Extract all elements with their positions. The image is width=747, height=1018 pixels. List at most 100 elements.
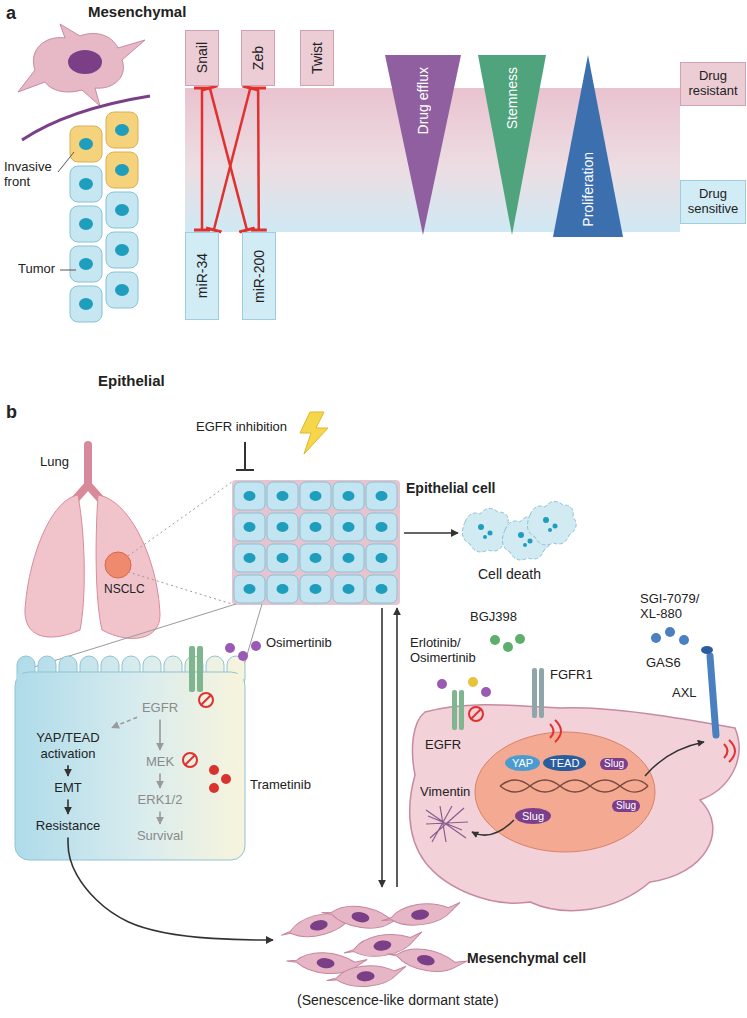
state-heading: Mesenchymal bbox=[88, 3, 186, 20]
tissue-region: Epithelial cell bbox=[232, 480, 400, 605]
tumor-label: NSCLC bbox=[104, 583, 145, 597]
mirna-box: miR-200 bbox=[242, 232, 276, 320]
leader-line bbox=[58, 152, 74, 172]
epithelial-cell-zoom-drawing bbox=[15, 656, 245, 860]
epithelial-tissue-drawing bbox=[366, 544, 397, 572]
mesenchymal-cell-zoom-drawing bbox=[500, 780, 648, 792]
prohibition-sign bbox=[201, 695, 211, 705]
arrow-connector bbox=[159, 720, 161, 750]
epithelial-cell-zoom-drawing bbox=[15, 672, 245, 860]
treatment-label: EGFR inhibition bbox=[196, 420, 287, 435]
lung-drawing bbox=[25, 495, 84, 637]
drug-molecules bbox=[251, 641, 261, 651]
region-label: Invasive front bbox=[4, 160, 62, 190]
mesenchymal-cell-drawing bbox=[68, 50, 102, 74]
fgfr1-receptor bbox=[532, 668, 544, 718]
node-text: ERK1/2 bbox=[138, 792, 183, 807]
prohibition-sign bbox=[183, 693, 213, 767]
node-text: YAP bbox=[512, 757, 533, 769]
egfr-receptor bbox=[197, 646, 203, 692]
regulator-box: Zeb bbox=[241, 30, 275, 86]
drug-label: SGI-7079/ XL-880 bbox=[640, 592, 710, 622]
epithelial-tissue-drawing bbox=[333, 544, 364, 572]
organ-label: Lung bbox=[40, 455, 69, 470]
signal-arcs bbox=[550, 720, 561, 742]
signal-arrow bbox=[472, 742, 704, 835]
drug-molecules bbox=[209, 765, 231, 793]
zoom-line bbox=[242, 604, 262, 672]
triangle-shape bbox=[553, 55, 623, 237]
egfr-receptor bbox=[189, 646, 203, 692]
node-text: Proliferation bbox=[580, 152, 596, 227]
tumor-cells-drawing bbox=[70, 166, 102, 202]
node-text: Drug efflux bbox=[415, 67, 431, 134]
arrow-connector bbox=[67, 800, 69, 814]
node-text: miR-34 bbox=[194, 253, 210, 298]
lightning-bolt bbox=[300, 412, 328, 454]
prohibition-sign bbox=[199, 693, 213, 707]
lung-drawing bbox=[105, 552, 131, 578]
signal-arrow bbox=[645, 742, 704, 776]
prohibition-sign bbox=[469, 707, 483, 721]
epithelial-tissue-drawing bbox=[300, 482, 331, 510]
panel-letter: b bbox=[6, 402, 17, 423]
drug-molecules bbox=[679, 635, 689, 645]
drug-label: Trametinib bbox=[250, 778, 311, 793]
signal-arcs bbox=[724, 740, 735, 762]
dashed-arrow bbox=[112, 717, 137, 727]
protein-label: Vimentin bbox=[420, 785, 470, 800]
drug-molecules bbox=[221, 774, 231, 784]
axl-receptor bbox=[710, 656, 716, 735]
protein-blob: Slug bbox=[515, 808, 551, 824]
triangle-shape bbox=[385, 55, 461, 235]
drug-label: Osimertinib bbox=[266, 636, 332, 651]
node-text: Zeb bbox=[250, 46, 266, 70]
epithelial-tissue-drawing bbox=[232, 480, 400, 605]
inhibition-line bbox=[201, 88, 204, 230]
signal-arrow bbox=[472, 820, 514, 835]
epithelial-cell-zoom-drawing bbox=[17, 674, 243, 694]
node-text: EMT bbox=[54, 780, 81, 795]
pathway-step: Survival bbox=[134, 826, 186, 846]
epithelial-tissue-drawing bbox=[333, 482, 364, 510]
epithelial-tissue-drawing bbox=[267, 482, 298, 510]
leader-line bbox=[60, 270, 76, 271]
state-box: Drug sensitive bbox=[680, 180, 746, 224]
gradient-triangle: Drug efflux bbox=[385, 55, 461, 235]
epithelial-tissue-drawing bbox=[366, 482, 397, 510]
prohibition-sign bbox=[183, 753, 197, 767]
ligand-label: GAS6 bbox=[646, 656, 681, 671]
receptor-label: FGFR1 bbox=[550, 668, 593, 683]
inhibition-symbol bbox=[236, 442, 254, 470]
node-text: Resistance bbox=[36, 818, 100, 833]
arrow-connector bbox=[67, 765, 69, 776]
tumor-cells-drawing bbox=[106, 232, 138, 268]
node-text: (Senescence-like dormant state) bbox=[297, 992, 499, 1008]
pathway-step: MEK bbox=[143, 752, 177, 772]
invasive-front-line bbox=[22, 96, 150, 140]
protein-blob: YAP bbox=[505, 755, 540, 771]
fgfr1-receptor bbox=[539, 668, 544, 718]
mesenchymal-cell-zoom-drawing bbox=[475, 732, 655, 852]
node-text: Twist bbox=[309, 42, 325, 74]
epithelial-tissue-drawing bbox=[300, 544, 331, 572]
mesenchymal-cluster-drawing bbox=[380, 900, 462, 929]
epithelial-tissue-drawing bbox=[300, 513, 331, 541]
protein-label: Slug bbox=[612, 800, 640, 812]
arrow-connector bbox=[404, 532, 458, 534]
drug-molecules bbox=[651, 627, 689, 645]
mesenchymal-cluster-drawing bbox=[326, 964, 407, 989]
mesenchymal-cluster-drawing bbox=[279, 900, 469, 988]
tumor-cells-drawing bbox=[70, 286, 102, 322]
pathway-step: EGFR bbox=[139, 698, 181, 718]
arrow-connector bbox=[381, 608, 383, 887]
drug-molecules bbox=[503, 642, 513, 652]
inhibition-line bbox=[214, 88, 251, 230]
pathway-step: YAP/TEAD activation bbox=[26, 728, 110, 763]
drug-molecules bbox=[437, 677, 491, 697]
cell-cluster: Mesenchymal cell(Senescence-like dormant… bbox=[275, 890, 575, 990]
node-text: TEAD bbox=[550, 757, 579, 769]
curved-arrow bbox=[68, 838, 273, 940]
